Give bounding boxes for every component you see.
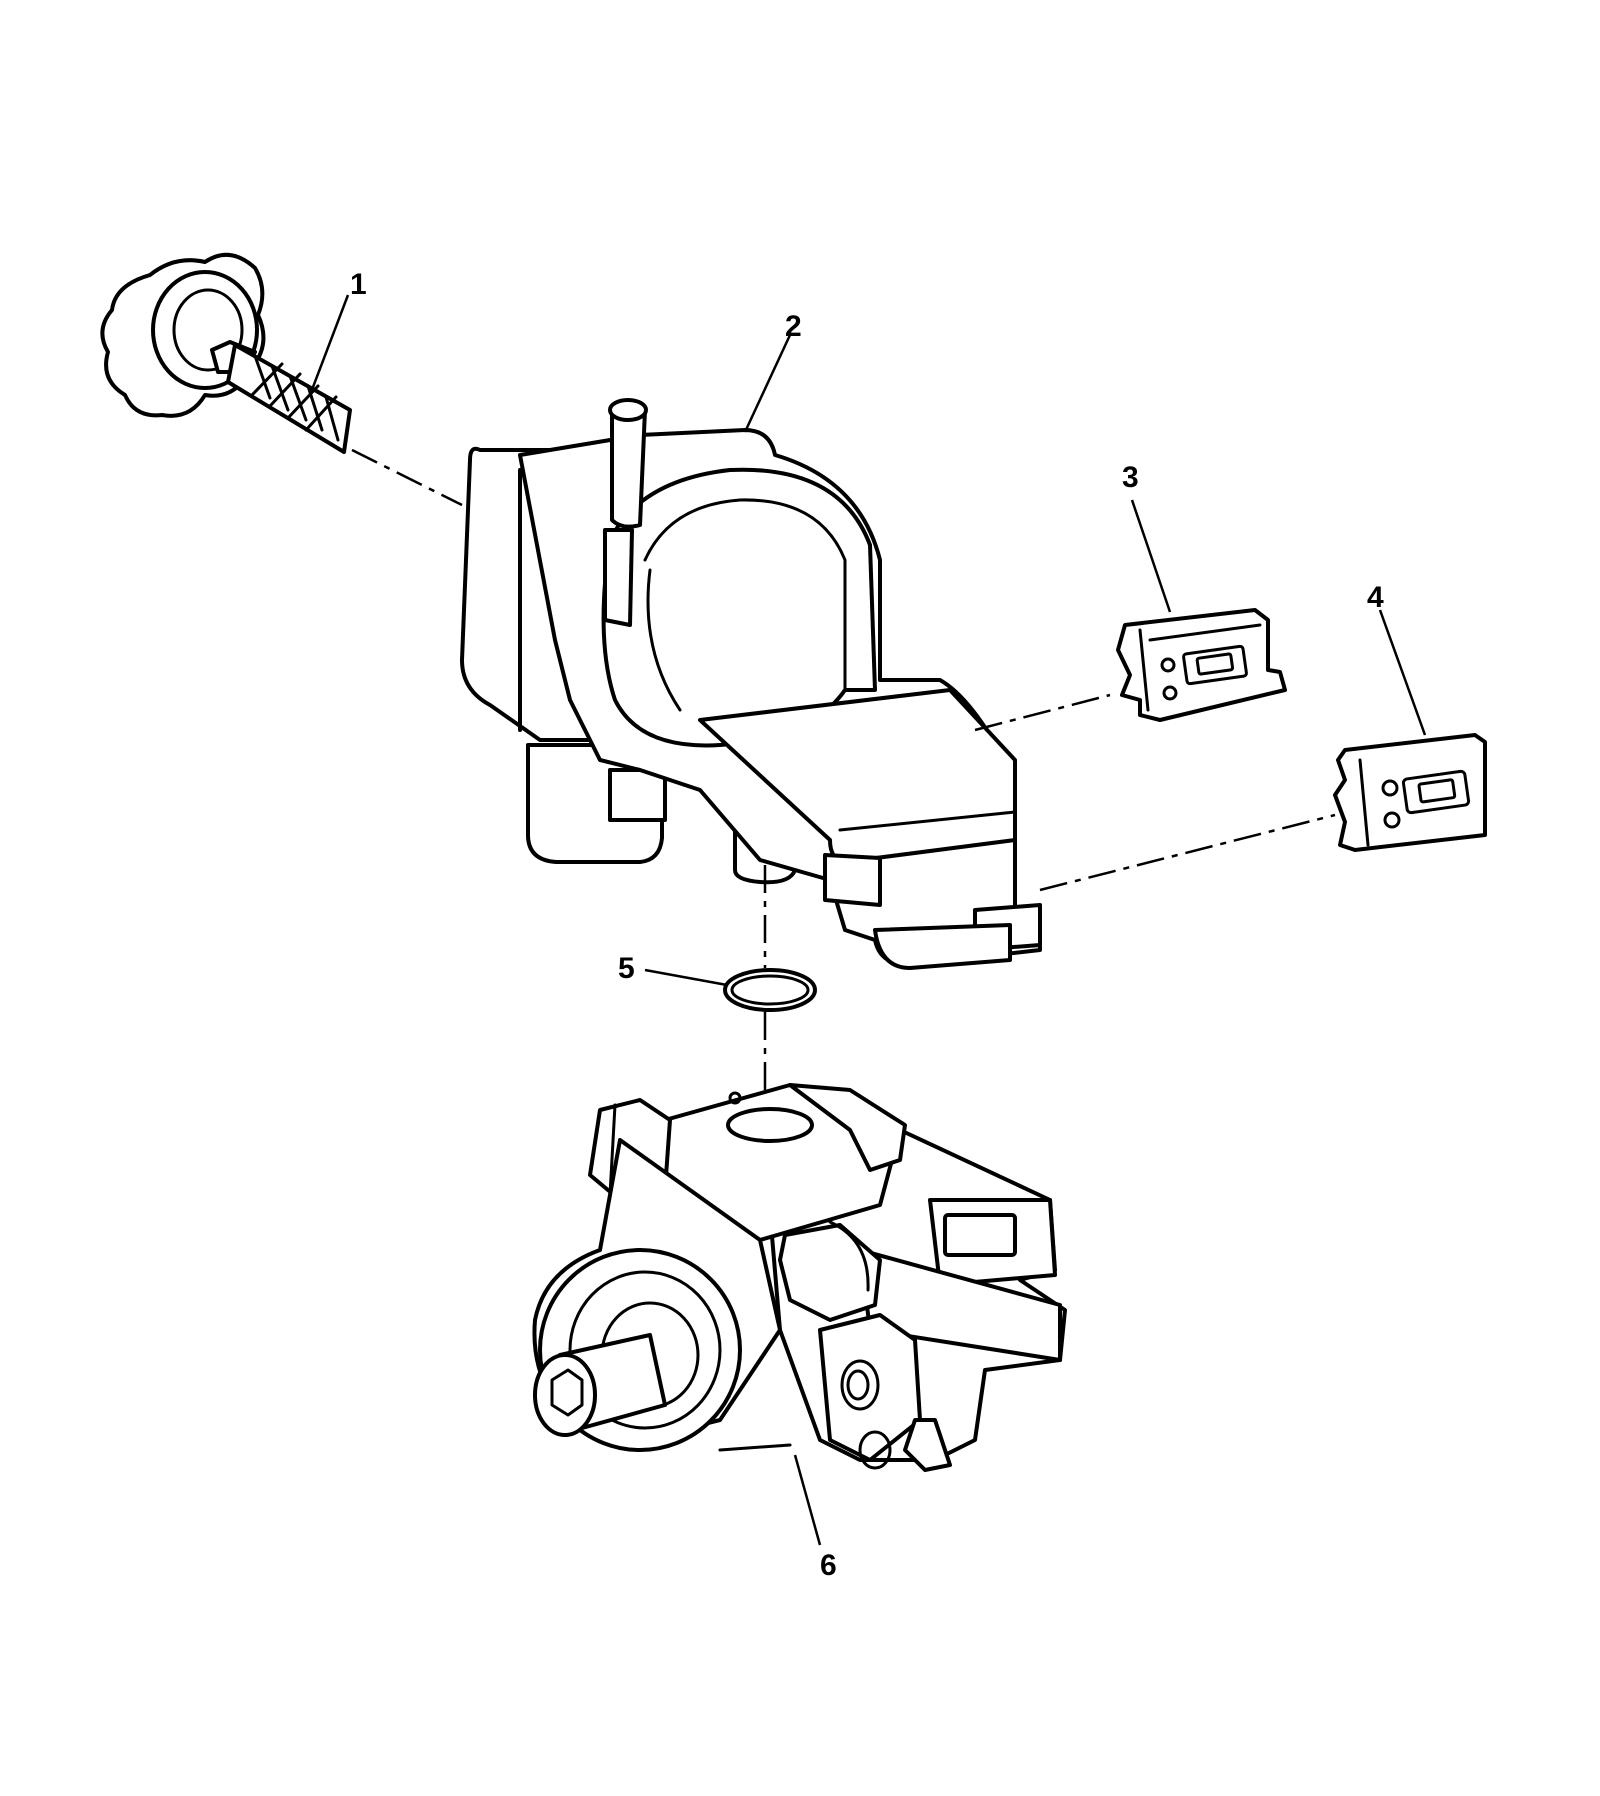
callout-6: 6: [820, 1549, 837, 1582]
callout-6-leader: [793, 1454, 822, 1546]
callout-4: 4: [1367, 581, 1384, 614]
callout-3-leader: [1130, 499, 1172, 613]
part-1-alignment-line: [351, 448, 463, 507]
callout-1-leader: [308, 294, 350, 396]
part-5-o-ring-seal[interactable]: [723, 968, 817, 1012]
part-3-alignment-line: [974, 693, 1111, 732]
callout-5-leader: [644, 968, 728, 987]
callout-5: 5: [618, 952, 635, 985]
part-6-power-steering-pump[interactable]: [532, 1083, 1067, 1472]
callout-3: 3: [1122, 461, 1139, 494]
part-3-retaining-clip[interactable]: [1116, 608, 1287, 722]
part-4-retaining-clip[interactable]: [1333, 733, 1487, 852]
callout-2-leader: [743, 334, 792, 433]
callout-1: 1: [350, 268, 367, 301]
part-2-fluid-reservoir[interactable]: [460, 398, 1042, 970]
part-4-alignment-line: [1039, 813, 1336, 892]
callout-4-leader: [1378, 609, 1427, 736]
callout-2: 2: [785, 310, 802, 343]
part-1-filler-cap-dipstick[interactable]: [100, 252, 352, 454]
